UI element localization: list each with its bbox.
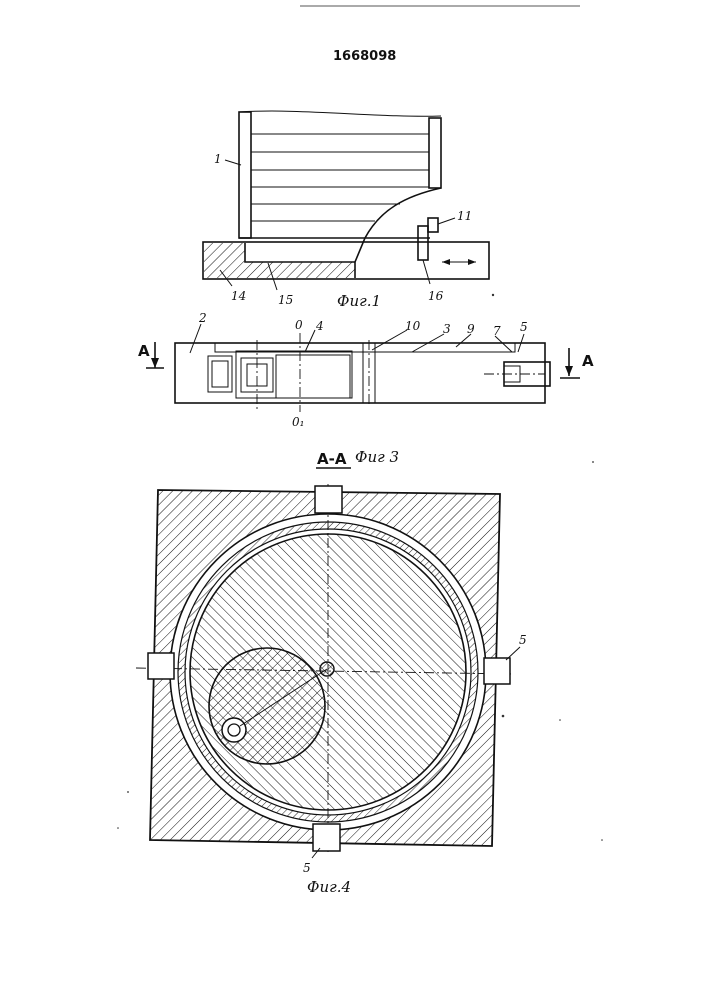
fig3-left-bearing	[208, 356, 232, 392]
fig3-label-9: 9	[467, 322, 475, 336]
section-arrow-left-label: А	[138, 342, 150, 360]
fig4-leader-right	[506, 647, 520, 660]
motion-arrow	[442, 259, 476, 265]
fig4-caption: Фиг.4	[307, 878, 351, 896]
fig1-label-1: 1	[214, 152, 222, 166]
section-arrow-right-label: А	[582, 352, 594, 370]
fig1-label-16: 16	[428, 289, 444, 303]
fig3-label-0: 0	[295, 318, 303, 332]
fig1-label-15: 15	[278, 293, 293, 307]
fig4-pin-left	[148, 653, 174, 679]
base-plate-hatch	[204, 243, 355, 278]
fig4-label-5-right: 5	[519, 633, 527, 647]
fig1-label-11: 11	[457, 209, 472, 223]
fig1-label-14: 14	[231, 289, 246, 303]
cylinder-left-wall	[239, 112, 251, 238]
section-view-label: А-А	[317, 450, 347, 468]
fig4-pin-bottom	[313, 824, 340, 851]
fig3-label-3: 3	[443, 322, 451, 336]
cylinder-right-wall	[429, 118, 441, 188]
figure-3: 2 0 4 10 3 9 7 5 0₁ А А А-А Фиг 3	[138, 311, 594, 468]
pusher	[418, 226, 428, 260]
fig3-disk	[276, 355, 350, 398]
section-arrow-right	[560, 348, 580, 378]
fig1-caption: Фиг.1	[337, 292, 381, 310]
figure-1: 1 11 14 15 16 Фиг.1	[203, 111, 489, 310]
fig3-label-2: 2	[198, 311, 207, 325]
fig3-label-5: 5	[520, 320, 528, 334]
cylinder-top-break	[239, 111, 441, 116]
document-number: 1668098	[333, 49, 396, 64]
fig4-eccentric-disk	[209, 648, 325, 764]
pusher-tab	[428, 218, 438, 232]
fig4-pin-right	[484, 658, 510, 684]
fig3-label-o1: 0₁	[292, 415, 304, 429]
figure-4: 5 5 Фиг.4	[136, 484, 527, 896]
fig3-label-7: 7	[493, 324, 501, 338]
fig4-label-5-bottom: 5	[303, 861, 311, 875]
fig4-small-bearing-inner	[228, 724, 240, 736]
stacked-discs	[251, 134, 429, 221]
fig3-label-4: 4	[315, 319, 324, 333]
fig4-pin-top	[315, 486, 342, 513]
fig3-label-10: 10	[405, 319, 421, 333]
fig3-caption: Фиг 3	[355, 448, 399, 466]
